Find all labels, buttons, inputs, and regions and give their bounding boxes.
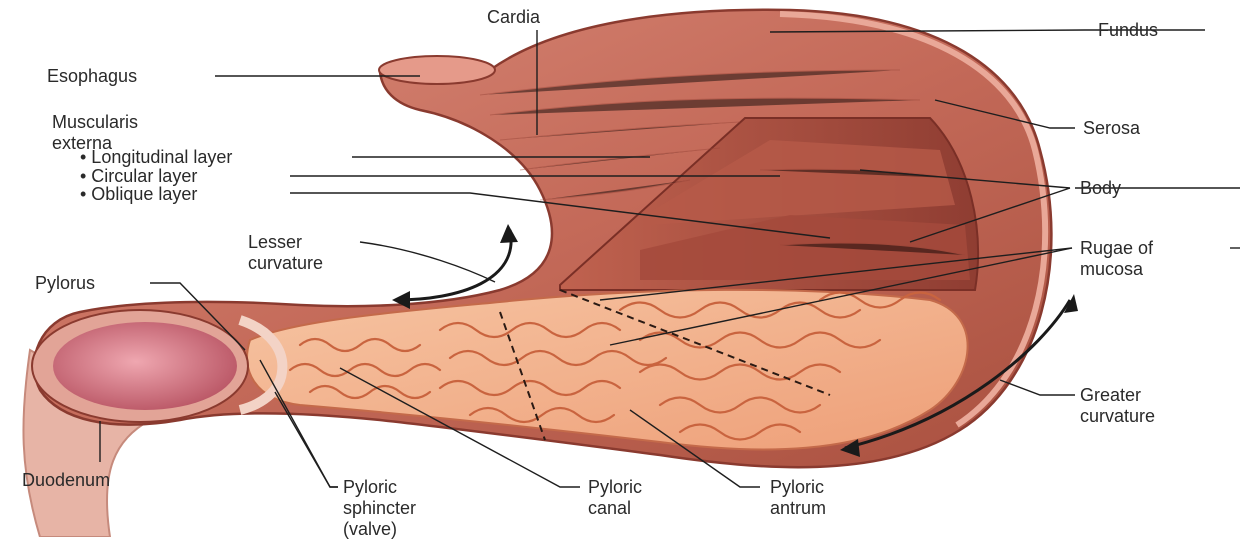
label-cardia: Cardia [487,7,541,27]
muscle-fiber-texture [479,69,966,256]
greater-arrow-head-top [1064,294,1078,313]
lesser-arrow-head-left [392,291,410,309]
pyloric-sphincter [238,315,288,415]
label-lesser-curvature: Lesser curvature [248,232,324,273]
label-serosa: Serosa [1083,118,1141,138]
label-pylorus: Pylorus [35,273,96,293]
oblique-layer-band [640,215,970,280]
lesser-arrow-head-top [500,224,518,243]
label-rugae-of-mucosa: Rugae of mucosa [1080,238,1154,279]
rugae-folds [288,291,942,441]
curvature-arrows [394,229,1072,450]
label-muscularis-externa: Muscularis externa [52,112,139,153]
label-circular-layer: • Circular layer [80,166,198,186]
duodenum-lumen [53,322,237,410]
label-body: Body [1080,178,1122,198]
esophagus-opening [378,55,496,85]
label-pyloric-sphincter: Pyloric sphincter (valve) [343,477,417,539]
circular-layer-band [650,140,955,225]
label-oblique-layer: • Oblique layer [80,184,198,204]
label-fundus: Fundus [1098,20,1159,40]
label-duodenum: Duodenum [22,470,111,490]
label-pyloric-antrum: Pyloric antrum [770,477,827,518]
label-pyloric-canal: Pyloric canal [588,477,643,518]
label-esophagus: Esophagus [47,66,138,86]
region-dashed-lines [499,289,831,441]
leader-lines [99,29,1240,488]
label-greater-curvature: Greater curvature [1080,385,1156,426]
greater-arrow-head-bottom [840,439,860,457]
label-longitudinal-layer: • Longitudinal layer [80,147,233,167]
